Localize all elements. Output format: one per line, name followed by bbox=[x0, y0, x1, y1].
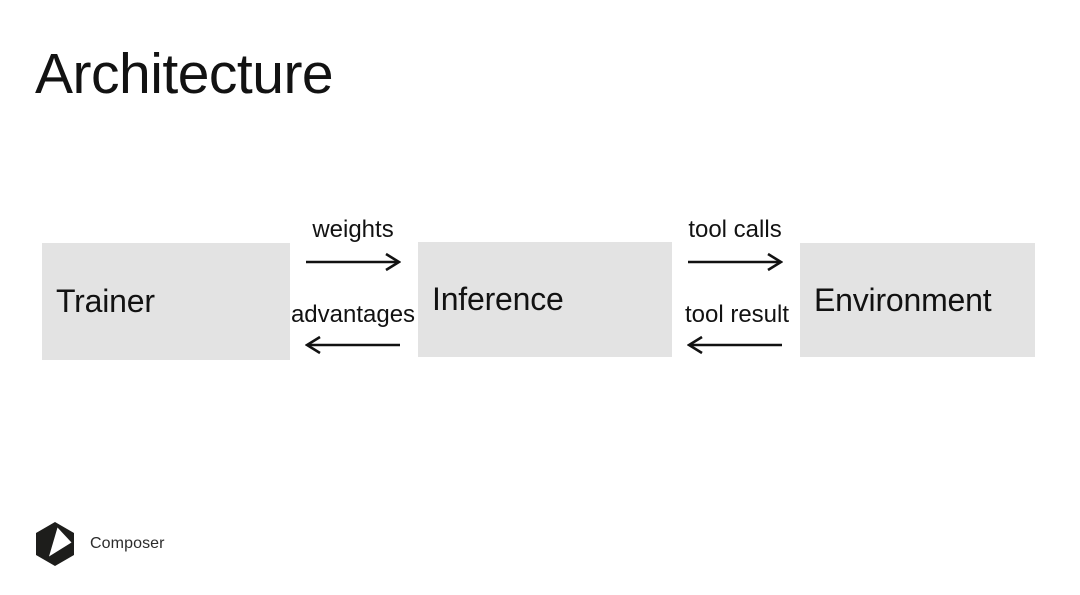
node-trainer: Trainer bbox=[42, 243, 290, 360]
brand-name: Composer bbox=[90, 535, 165, 552]
arrow-right-icon bbox=[688, 252, 783, 272]
arrow-right-icon bbox=[306, 252, 401, 272]
arrow-label-tool-result: tool result bbox=[684, 301, 790, 328]
arrow-left-icon bbox=[305, 335, 400, 355]
node-inference-label: Inference bbox=[432, 281, 564, 317]
arrow-label-advantages: advantages bbox=[290, 301, 416, 328]
node-environment-label: Environment bbox=[814, 281, 992, 318]
arrow-label-weights: weights bbox=[312, 216, 394, 243]
page-title: Architecture bbox=[35, 42, 334, 106]
footer-brand: Composer bbox=[33, 521, 165, 567]
composer-cube-logo-icon bbox=[36, 522, 74, 566]
node-trainer-label: Trainer bbox=[56, 283, 155, 319]
arrow-left-icon bbox=[687, 335, 782, 355]
node-environment: Environment bbox=[800, 243, 1035, 357]
node-inference: Inference bbox=[418, 242, 672, 357]
arrow-label-tool-calls: tool calls bbox=[688, 216, 782, 243]
